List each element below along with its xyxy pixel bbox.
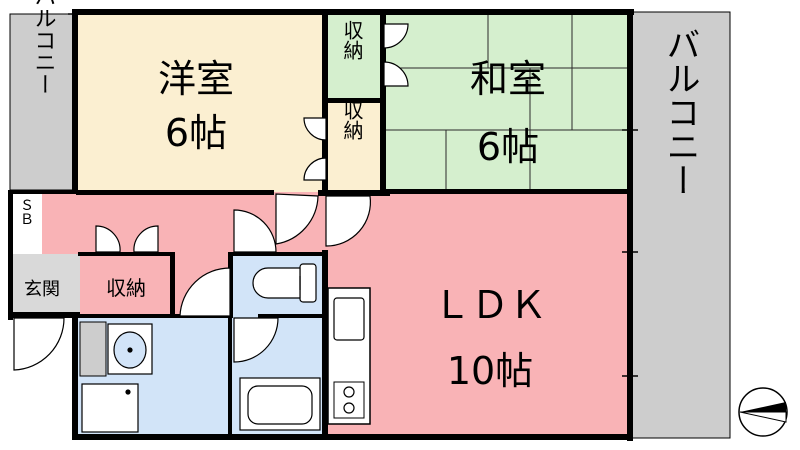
door-storage-top-b	[383, 61, 409, 87]
door-storage-mid-b	[303, 157, 327, 181]
doors	[13, 23, 409, 371]
door-storage-top-a	[383, 23, 409, 49]
tatami-lines	[384, 12, 630, 192]
door-hall-storage-a	[95, 225, 121, 253]
kitchen-sink	[333, 297, 365, 341]
entrance-label: 玄関	[24, 279, 60, 300]
western-room	[76, 12, 326, 192]
japanese-room	[384, 12, 630, 192]
japanese-room-name: 和室	[470, 57, 546, 101]
storage-entry	[80, 254, 172, 316]
door-bathroom	[233, 317, 279, 363]
japanese-room-size: 6帖	[477, 125, 539, 169]
shoe-box-label: ＳＢ	[18, 198, 34, 226]
compass-north-arrow-icon	[738, 387, 788, 437]
balcony-right	[629, 11, 731, 439]
toilet-icon	[252, 263, 317, 303]
western-room-size: 6帖	[165, 111, 227, 155]
ldk-room	[326, 192, 630, 438]
storage-top	[326, 12, 384, 99]
bathtub-icon	[239, 377, 321, 431]
door-washroom	[179, 267, 231, 317]
window-marks	[68, 13, 638, 377]
door-western	[275, 193, 319, 245]
closet-gray	[79, 321, 107, 377]
balcony-left-label: バルコニー	[31, 0, 56, 95]
door-toilet	[233, 209, 277, 253]
door-japanese	[325, 195, 372, 247]
storage-mid	[326, 103, 384, 192]
storage-entry-label: 収納	[106, 276, 146, 300]
western-room-name: 洋室	[158, 57, 234, 101]
walls	[8, 9, 634, 441]
storage-top-label: 収納	[340, 20, 364, 60]
ldk-room-name: ＬＤＫ	[433, 283, 547, 327]
door-hall-storage-b	[133, 225, 159, 253]
kitchen-counter	[327, 287, 371, 425]
shoe-box	[10, 192, 42, 254]
stove-icon	[333, 381, 365, 419]
door-entrance	[13, 317, 65, 371]
washing-machine-pan	[81, 383, 139, 433]
balcony-right-label: バルコニー	[660, 27, 700, 197]
entrance	[10, 254, 80, 316]
storage-mid-label: 収納	[340, 100, 364, 140]
ldk-room-size: 10帖	[447, 349, 533, 393]
door-storage-mid-a	[303, 117, 327, 141]
washbasin-icon	[107, 323, 153, 375]
balcony-left	[9, 13, 77, 191]
